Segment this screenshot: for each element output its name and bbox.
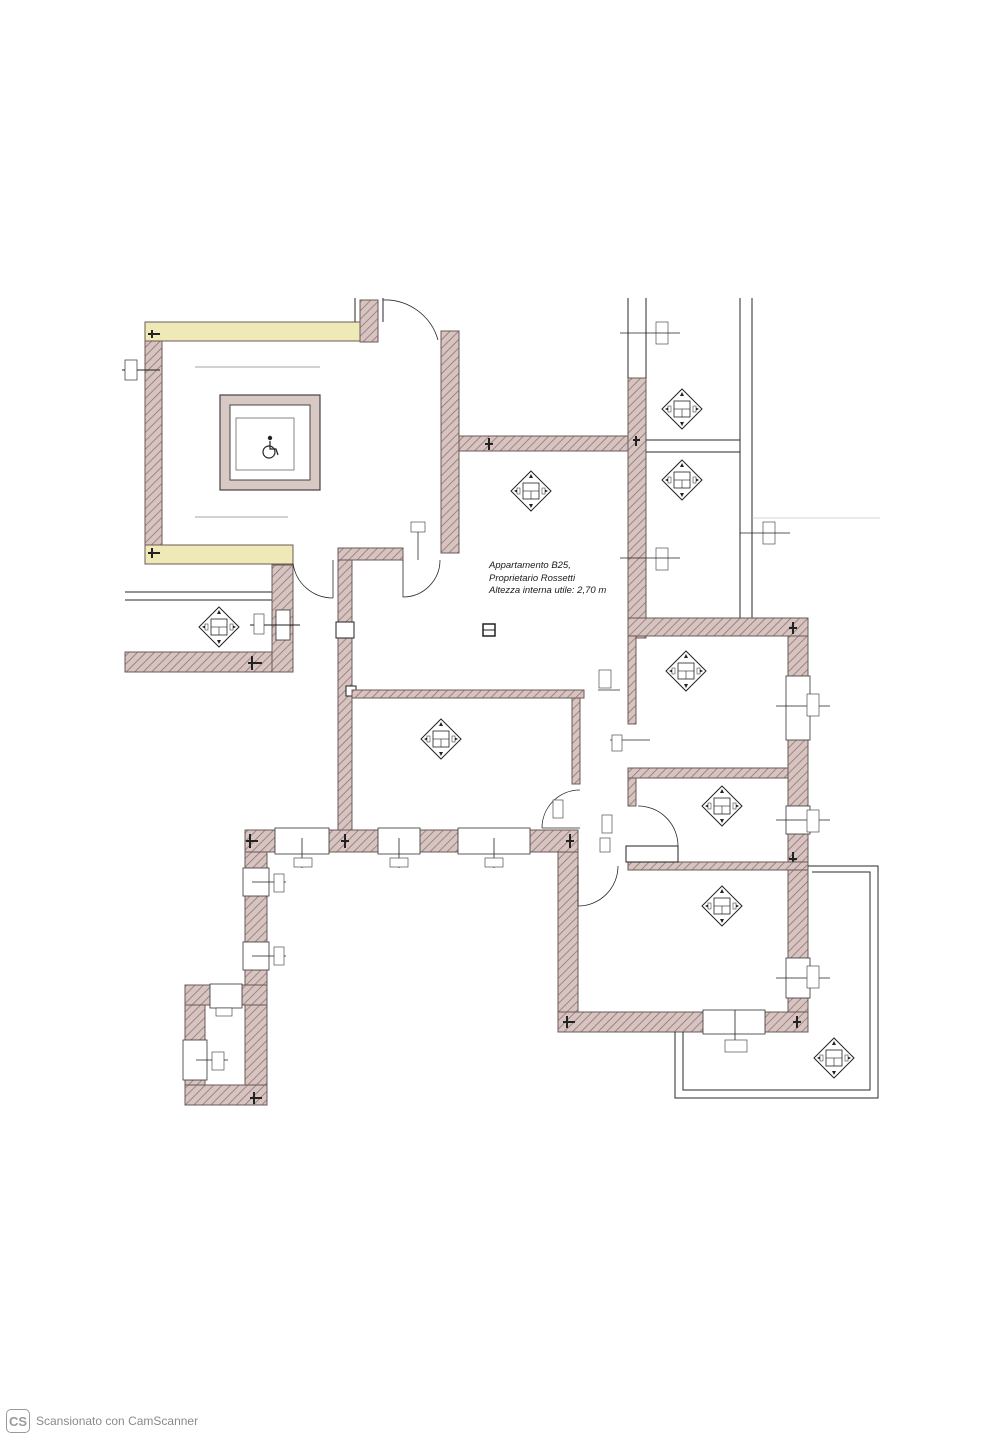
apartment-walls (182, 298, 880, 1106)
camscanner-logo-icon: CS (6, 1409, 30, 1433)
doors (292, 299, 679, 907)
apartment-title: Appartamento B25, (489, 560, 571, 571)
wheelchair-icon (262, 435, 279, 459)
apartment-label: Appartamento B25, Proprietario Rossetti … (489, 560, 606, 598)
stair-core (122, 298, 384, 565)
left-wing (124, 564, 300, 673)
camscanner-watermark: CS Scansionato con CamScanner (6, 1408, 198, 1434)
watermark-text: Scansionato con CamScanner (36, 1414, 199, 1428)
apartment-owner: Proprietario Rossetti (489, 572, 576, 584)
apartment-height: Altezza interna utile: 2,70 m (489, 585, 607, 596)
